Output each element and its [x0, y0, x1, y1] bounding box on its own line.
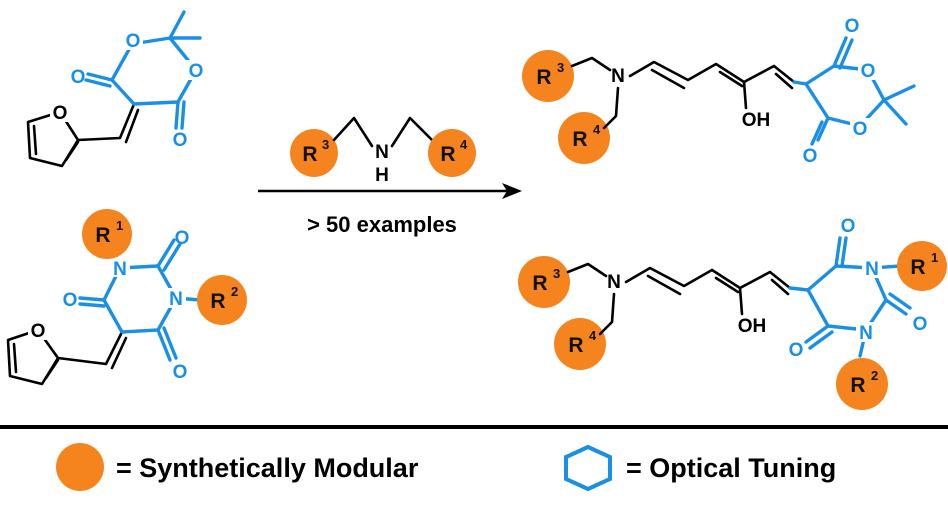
svg-text:R: R	[568, 334, 583, 357]
svg-text:R: R	[532, 272, 547, 295]
legend-optical-hexagon-icon	[564, 444, 612, 492]
reaction-arrow	[258, 183, 522, 199]
svg-text:R: R	[302, 143, 317, 166]
svg-text:O: O	[913, 314, 928, 335]
r1-substituent-product2	[897, 241, 947, 291]
svg-text:R: R	[536, 66, 551, 89]
svg-text:3: 3	[553, 266, 560, 281]
svg-text:R: R	[910, 256, 925, 279]
furan-oxygen-2: O	[31, 321, 46, 342]
r1-substituent	[82, 209, 132, 259]
legend-modular-swatch	[56, 443, 104, 491]
r1-number: 1	[116, 218, 123, 233]
svg-text:O: O	[853, 119, 868, 140]
r3-substituent-product1	[522, 50, 574, 102]
r2-substituent	[197, 275, 247, 325]
svg-text:3: 3	[557, 60, 564, 75]
product-meldrums-dasa: R 3 R 4 N OH O O O O	[522, 16, 916, 167]
amine-hydrogen: H	[375, 165, 389, 186]
vinyl-linker-1	[76, 102, 136, 142]
svg-text:O: O	[789, 340, 804, 361]
carbonyl-oxygen-b: O	[173, 130, 188, 151]
svg-text:3: 3	[322, 137, 329, 152]
svg-text:O: O	[845, 16, 860, 37]
furan-ring-1: O	[26, 102, 80, 168]
amine-reagent: R 3 N H R 4	[290, 116, 476, 186]
r2-number: 2	[231, 284, 238, 299]
r4-substituent-product1	[558, 112, 610, 164]
r2-letter: R	[210, 290, 225, 313]
carbonyl-oxygen-a: O	[71, 67, 86, 88]
svg-text:4: 4	[589, 328, 597, 343]
legend-modular-label: = Synthetically Modular	[116, 453, 419, 483]
ring-oxygen-b: O	[189, 61, 204, 82]
product2-hydroxyl: OH	[738, 316, 767, 337]
svg-text:R: R	[440, 143, 455, 166]
vinyl-linker-2	[56, 330, 124, 366]
svg-text:O: O	[861, 61, 876, 82]
ring-oxygen-a: O	[126, 31, 141, 52]
furan-ring-2: O	[6, 320, 60, 386]
legend-optical-label: = Optical Tuning	[626, 453, 836, 483]
svg-text:R: R	[572, 128, 587, 151]
product1-nitrogen: N	[611, 66, 625, 87]
r4-substituent-product2	[554, 318, 606, 370]
svg-text:4: 4	[593, 122, 601, 137]
product1-hydroxyl: OH	[742, 110, 771, 131]
legend: = Synthetically Modular = Optical Tuning	[56, 443, 836, 492]
svg-text:R: R	[850, 374, 865, 397]
svg-text:4: 4	[460, 137, 468, 152]
r1-letter: R	[95, 224, 110, 247]
reaction-conditions: > 50 examples	[307, 212, 457, 237]
svg-text:O: O	[841, 216, 856, 237]
product-barbituric-dasa: R 3 R 4 N OH N N O O O R 1 R	[518, 216, 947, 410]
svg-text:N: N	[865, 259, 879, 280]
reactant-meldrums-acid: O O O O O	[26, 10, 205, 168]
amine-nitrogen: N	[375, 142, 389, 163]
carbonyl-oxygen-c: O	[63, 290, 78, 311]
furan-oxygen-1: O	[53, 103, 68, 124]
carbonyl-oxygen-d: O	[175, 228, 190, 249]
r4-substituent-reagent	[428, 129, 476, 177]
r3-substituent-product2	[518, 256, 570, 308]
ring-nitrogen-b: N	[169, 289, 183, 310]
r3-substituent-reagent	[290, 129, 338, 177]
svg-text:N: N	[859, 323, 873, 344]
reactant-barbituric-acid: O N N O O O R 1 R 2	[6, 209, 247, 386]
carbonyl-oxygen-e: O	[173, 362, 188, 383]
svg-text:O: O	[803, 146, 818, 167]
r2-substituent-product2	[836, 358, 888, 410]
ring-nitrogen-a: N	[113, 259, 127, 280]
product2-nitrogen: N	[607, 272, 621, 293]
svg-text:2: 2	[871, 368, 878, 383]
svg-text:1: 1	[931, 250, 938, 265]
